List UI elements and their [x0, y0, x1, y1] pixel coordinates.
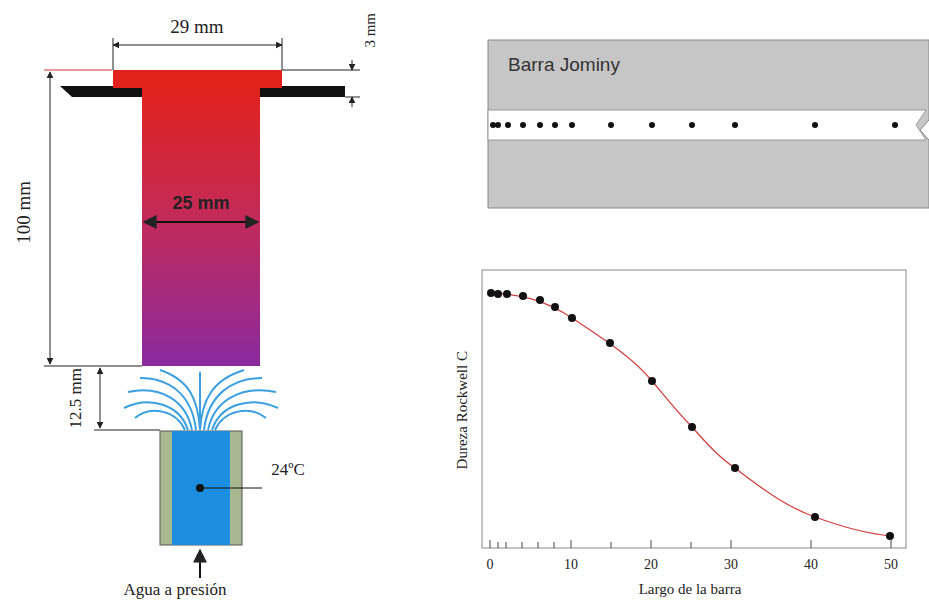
hardness-dots	[490, 122, 898, 128]
bar-body	[142, 86, 260, 366]
dimension: 3 mm	[362, 13, 379, 48]
dimension: 100 mm	[14, 181, 35, 244]
bar-label-box: Barra Jominy	[508, 54, 620, 76]
caption-label: Agua a presión	[124, 581, 227, 600]
tick-label: 10	[564, 557, 578, 572]
dimension: 29 mm	[170, 17, 223, 38]
dimension: 25 mm	[172, 194, 229, 214]
ticks	[490, 540, 891, 548]
tick-label: 0	[487, 557, 494, 572]
bar-head	[113, 70, 282, 88]
dimension: 12.5 mm	[67, 368, 86, 428]
tick-label: 20	[644, 557, 658, 572]
temperature: 24ºC	[271, 461, 305, 480]
water-spray	[124, 370, 278, 430]
jominy-bar	[488, 40, 929, 208]
chart-points	[487, 289, 894, 540]
hardness-curve	[490, 293, 891, 536]
axis-title: Dureza Rockwell C	[454, 351, 471, 469]
axis-title: Largo de la barra	[639, 581, 742, 598]
chart-frame	[482, 270, 906, 548]
tick-label: 30	[724, 557, 738, 572]
tick-label: 40	[804, 557, 818, 572]
bar-title: Barra Jominy	[508, 54, 620, 76]
tick-label: 50	[884, 557, 898, 572]
